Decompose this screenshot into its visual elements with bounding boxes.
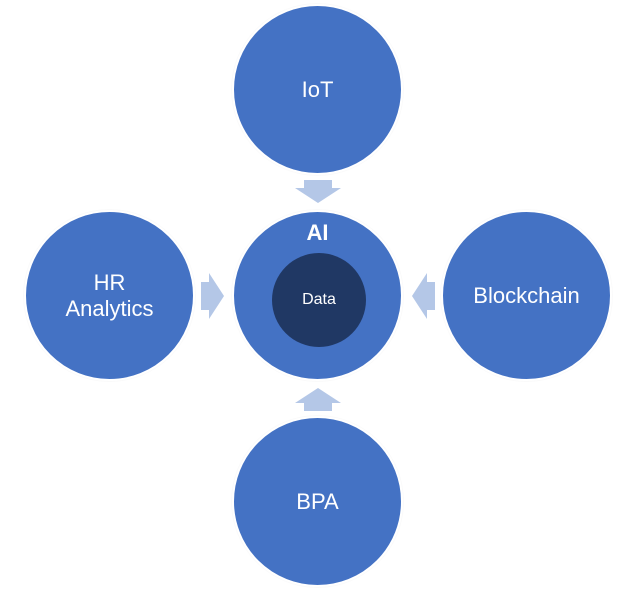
data-core-node: Data	[272, 253, 366, 347]
ai-node: AI Data	[232, 210, 403, 381]
arrow-down-icon	[295, 180, 341, 203]
blockchain-node: Blockchain	[441, 210, 612, 381]
arrow-right-icon	[201, 273, 224, 319]
blockchain-label: Blockchain	[473, 282, 580, 308]
bpa-label: BPA	[296, 488, 339, 514]
hr-analytics-label: HR Analytics	[65, 269, 154, 321]
arrow-up-icon	[295, 388, 341, 411]
bpa-node: BPA	[232, 416, 403, 587]
ai-label: AI	[306, 220, 329, 245]
hr-analytics-node: HR Analytics	[24, 210, 195, 381]
arrow-left-icon	[412, 273, 435, 319]
iot-label: IoT	[301, 76, 334, 102]
data-label: Data	[302, 291, 336, 308]
iot-node: IoT	[232, 4, 403, 175]
